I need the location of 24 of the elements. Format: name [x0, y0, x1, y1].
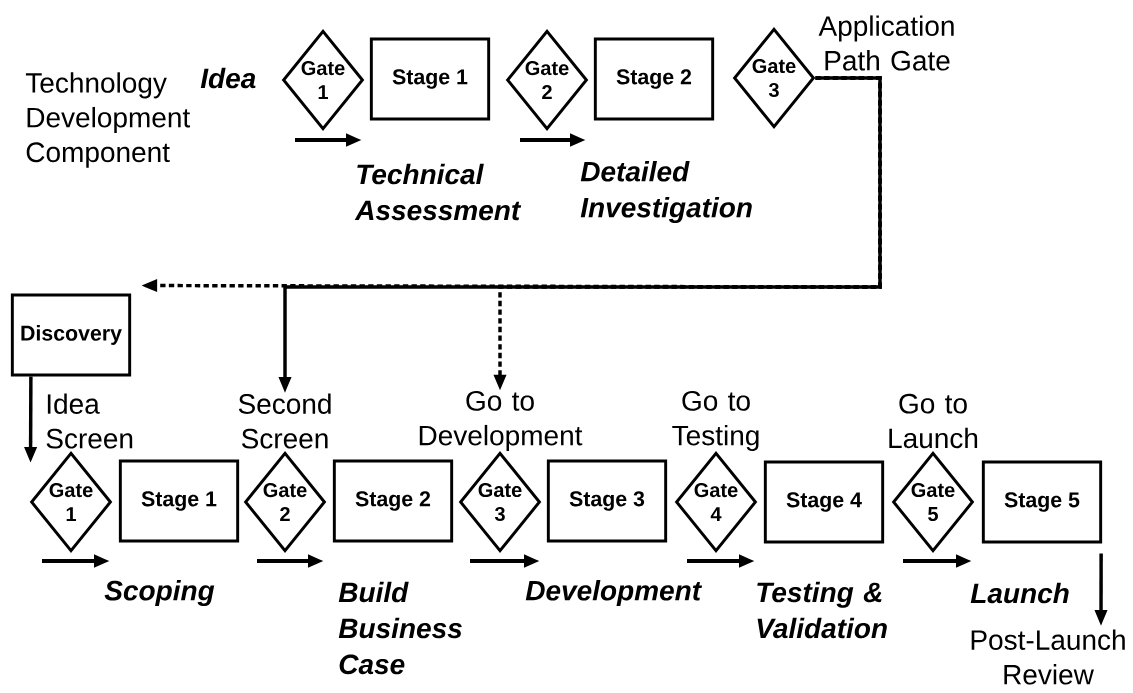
stage-name: Testing & Validation [757, 581, 887, 639]
stage-name: Development [525, 579, 703, 607]
stage-name: Technical Assessment [354, 163, 522, 221]
start-label: Idea [200, 67, 256, 89]
stage-name: Launch [970, 582, 1069, 604]
component-label: Technology Development Component [25, 72, 190, 168]
stage-box: Stage 1 [369, 37, 491, 121]
stage-box: Discovery [10, 293, 132, 377]
stage-box: Stage 4 [763, 460, 885, 544]
stage-box: Stage 3 [546, 459, 668, 543]
review-text: Post-Launch Review [971, 629, 1125, 685]
stage-box: Stage 1 [118, 459, 240, 543]
stage-name: Scoping [104, 579, 215, 607]
gate-label: Idea Screen [46, 393, 133, 449]
gate-label: Second Screen [238, 393, 331, 449]
gate-label: Go to Launch [889, 393, 978, 449]
stage-box: Stage 5 [981, 460, 1103, 544]
stage-name: Detailed Investigation [580, 160, 752, 224]
gate-label: Go to Testing [672, 391, 759, 451]
stage-box: Stage 2 [593, 37, 715, 121]
gate-label: Application Path Gate [818, 15, 954, 71]
stage-box: Stage 2 [332, 459, 454, 543]
stage-name: Build Business Case [338, 581, 462, 675]
gate-label: Go to Development [419, 391, 583, 451]
